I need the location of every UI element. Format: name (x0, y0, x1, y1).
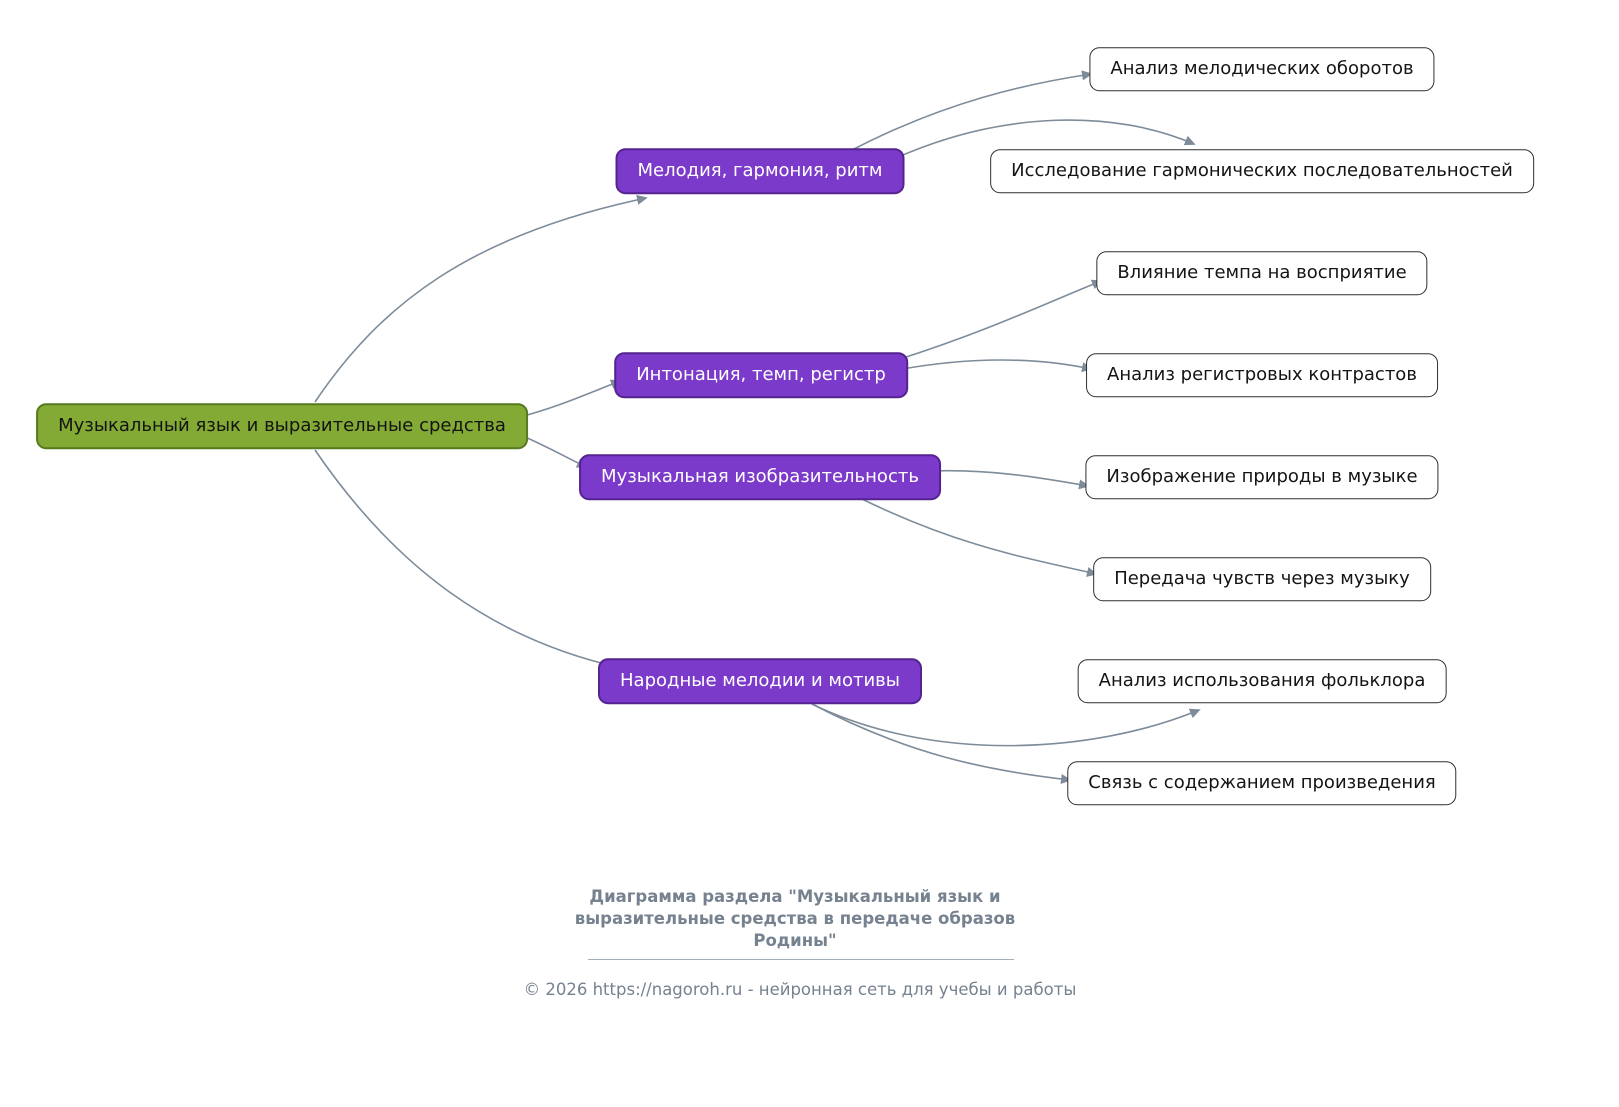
copyright-text: © 2026 https://nagoroh.ru - нейронная се… (523, 980, 1077, 999)
leaf-content-connection: Связь с содержанием произведения (1067, 761, 1457, 805)
edge-folk-to-content-connection (811, 703, 1072, 784)
leaf-harmonic-sequences-research: Исследование гармонических последователь… (990, 149, 1534, 193)
leaf-feelings-through-music: Передача чувств через музыку (1093, 557, 1431, 601)
branch-melody-harmony-rhythm: Мелодия, гармония, ритм (615, 148, 905, 194)
node-root-theme: Музыкальный язык и выразительные средств… (36, 403, 528, 449)
edge-root-to-intonation (515, 379, 622, 419)
branch-folk-melodies-motifs: Народные мелодии и мотивы (598, 658, 922, 704)
edge-folk-to-folklore-usage (811, 703, 1201, 747)
footer-divider (588, 959, 1014, 960)
edge-root-to-melody (314, 194, 648, 403)
diagram-caption: Диаграмма раздела "Музыкальный язык и вы… (574, 887, 1016, 951)
leaf-nature-depiction-in-music: Изображение природы в музыке (1085, 455, 1439, 499)
edge-intonation-to-tempo-perception (896, 279, 1103, 361)
edge-melody-to-melodic-turns (851, 70, 1093, 151)
branch-intonation-tempo-register: Интонация, темп, регистр (614, 352, 908, 398)
leaf-melodic-turns-analysis: Анализ мелодических оборотов (1089, 47, 1435, 91)
edge-imagery-to-feelings (861, 498, 1098, 577)
leaf-tempo-perception-influence: Влияние темпа на восприятие (1096, 251, 1428, 295)
leaf-folklore-usage-analysis: Анализ использования фольклора (1077, 659, 1447, 703)
leaf-register-contrasts-analysis: Анализ регистровых контрастов (1086, 353, 1438, 397)
branch-musical-imagery: Музыкальная изобразительность (579, 454, 941, 500)
edge-melody-to-harmonic-sequences (895, 119, 1196, 159)
edge-intonation-to-register-contrasts (896, 359, 1093, 373)
edge-root-to-folk (314, 449, 644, 676)
edge-imagery-to-nature (930, 469, 1090, 490)
